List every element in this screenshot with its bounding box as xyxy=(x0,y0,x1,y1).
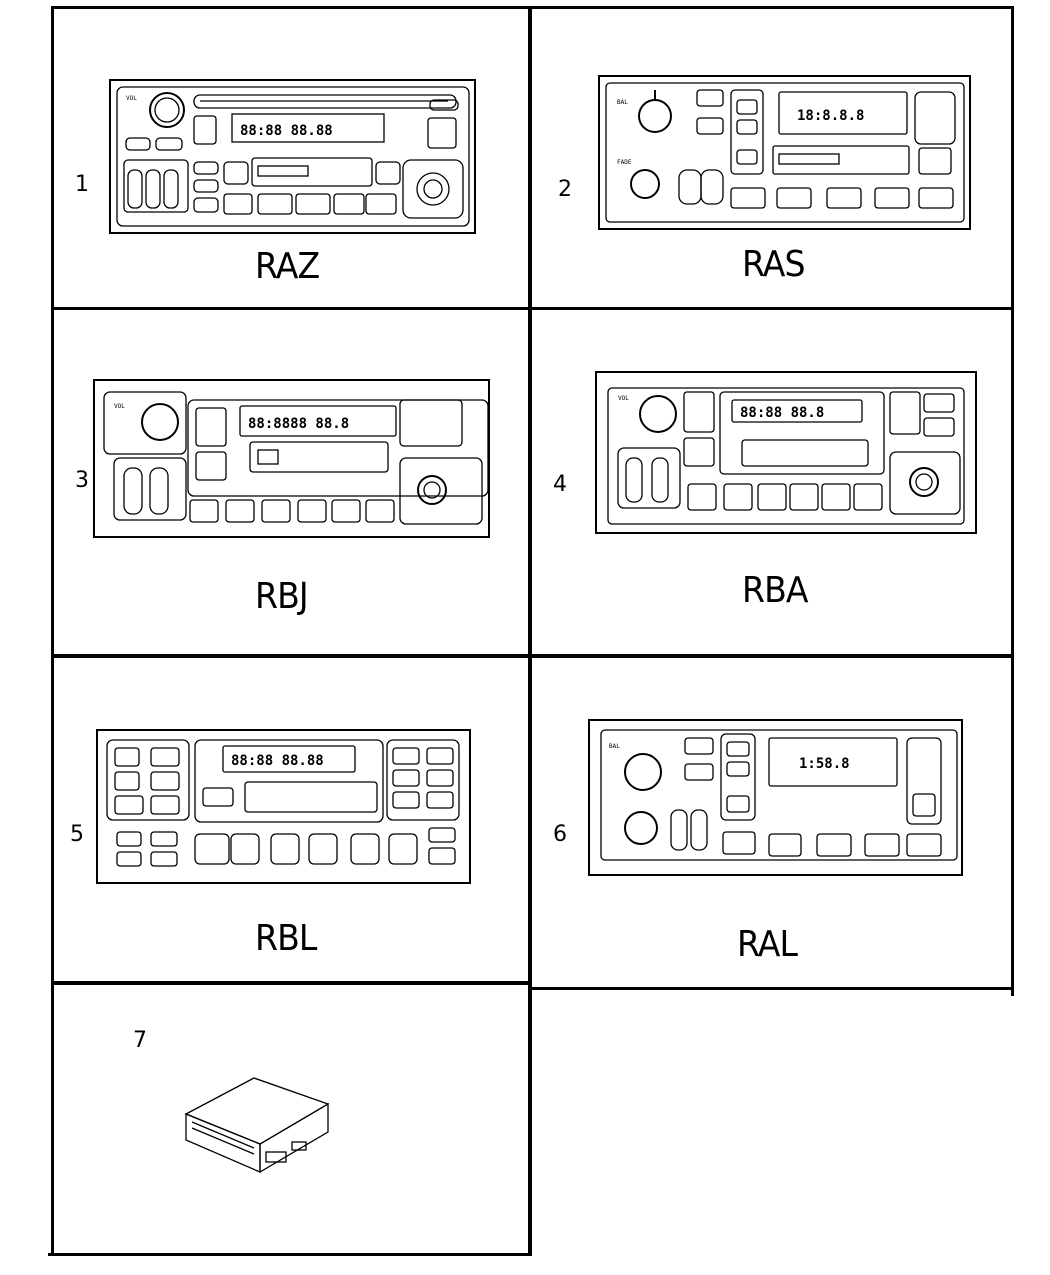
svg-text:VOL: VOL xyxy=(114,403,125,410)
item-2-number: 2 xyxy=(558,177,572,202)
item-7-number: 7 xyxy=(133,1028,147,1053)
cd-changer-module-illustration xyxy=(184,1077,330,1174)
svg-text:1:58.8: 1:58.8 xyxy=(799,756,850,772)
item-1-code: RAZ xyxy=(255,246,320,287)
radio-ras-illustration: BAL FADE 18:8.8.8 xyxy=(598,75,971,230)
svg-text:88:88 88.8: 88:88 88.8 xyxy=(740,405,824,421)
radio-rba-illustration: VOL 88:88 88.8 xyxy=(595,371,977,534)
item-2-code: RAS xyxy=(742,244,806,285)
svg-text:VOL: VOL xyxy=(126,95,137,102)
svg-text:88:88 88.88: 88:88 88.88 xyxy=(231,753,324,769)
item-4-code: RBA xyxy=(742,570,809,611)
grid-outer-left xyxy=(51,6,54,1256)
item-3-number: 3 xyxy=(75,468,89,493)
radio-rbl-illustration: 88:88 88.88 xyxy=(96,729,471,884)
item-3-code: RBJ xyxy=(255,576,309,617)
item-4-number: 4 xyxy=(553,472,567,497)
grid-row3-line-left xyxy=(51,981,531,985)
radio-ral-illustration: BAL 1:58.8 xyxy=(588,719,963,876)
grid-middle-vertical xyxy=(528,6,532,1256)
svg-text:FADE: FADE xyxy=(617,159,632,166)
grid-row3-line-right xyxy=(530,987,1014,990)
grid-row2-line xyxy=(53,654,1013,658)
grid-row1-line xyxy=(53,307,1013,310)
svg-text:88:8888 88.8: 88:8888 88.8 xyxy=(248,416,349,432)
item-5-number: 5 xyxy=(70,822,84,847)
item-1-number: 1 xyxy=(75,172,89,197)
item-5-code: RBL xyxy=(255,918,317,959)
grid-outer-top xyxy=(53,6,1013,9)
svg-text:BAL: BAL xyxy=(617,99,628,106)
grid-bottom-line xyxy=(48,1253,531,1256)
svg-text:18:8.8.8: 18:8.8.8 xyxy=(797,108,864,124)
item-6-number: 6 xyxy=(553,822,567,847)
svg-text:88:88 88.88: 88:88 88.88 xyxy=(240,123,333,139)
radio-raz-illustration: VOL 88:88 88.88 xyxy=(109,79,476,234)
svg-text:BAL: BAL xyxy=(609,743,620,750)
item-6-code: RAL xyxy=(737,924,798,965)
grid-outer-right xyxy=(1011,6,1014,996)
svg-text:VOL: VOL xyxy=(618,395,629,402)
radio-rbj-illustration: VOL 88:8888 88.8 xyxy=(93,379,490,538)
